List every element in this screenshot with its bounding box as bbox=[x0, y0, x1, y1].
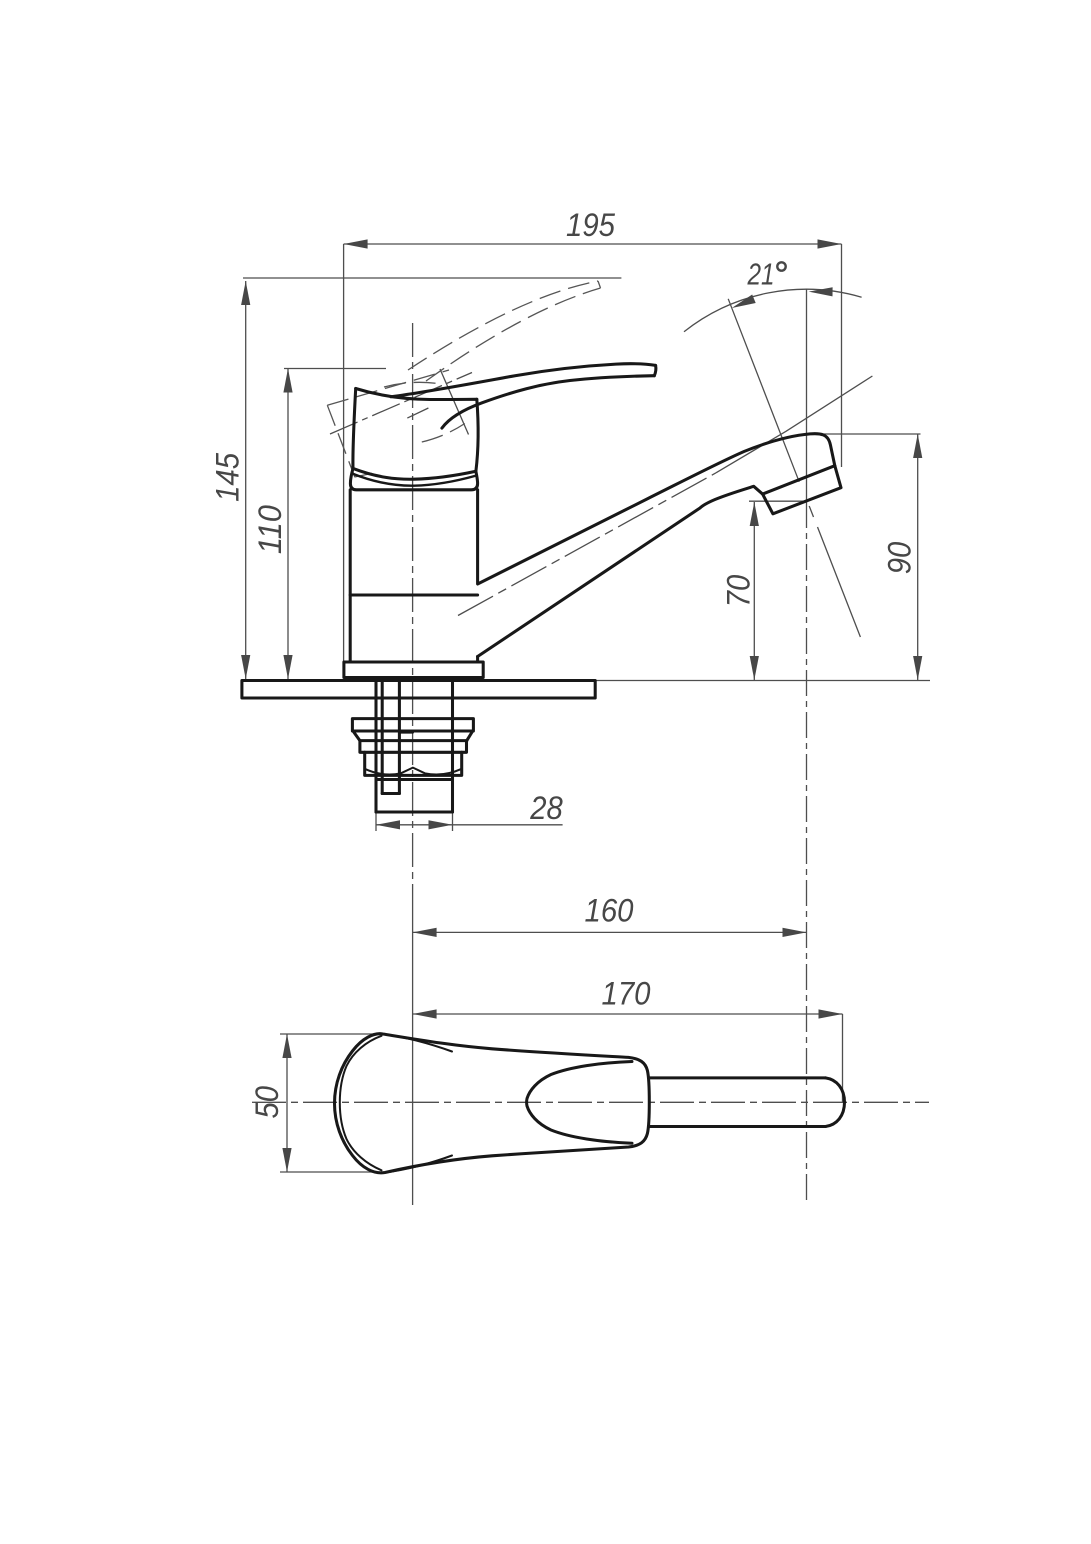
svg-text:145: 145 bbox=[210, 452, 246, 502]
svg-text:160: 160 bbox=[585, 893, 634, 929]
svg-text:50: 50 bbox=[249, 1086, 285, 1119]
svg-text:70: 70 bbox=[721, 575, 757, 608]
svg-text:170: 170 bbox=[602, 976, 651, 1012]
svg-text:21: 21 bbox=[747, 257, 775, 292]
svg-text:90: 90 bbox=[882, 542, 918, 575]
svg-text:28: 28 bbox=[529, 790, 562, 826]
svg-text:195: 195 bbox=[566, 207, 616, 243]
svg-text:110: 110 bbox=[252, 505, 288, 554]
